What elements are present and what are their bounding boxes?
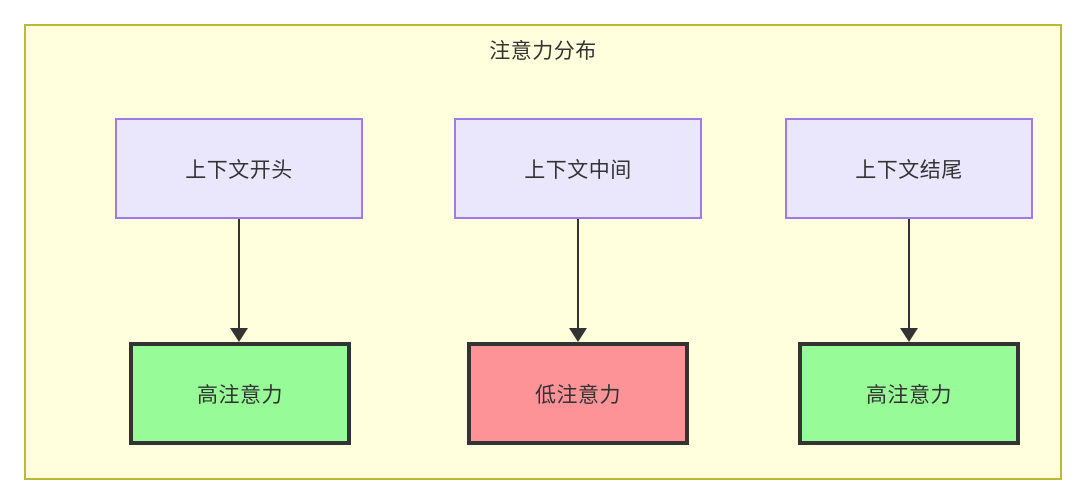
attention-distribution-subgraph: 注意力分布 上下文开头 上下文中间 上下文结尾 高注意力 低注意力 高注意力	[24, 24, 1062, 480]
node-high-attention-end[interactable]: 高注意力	[798, 342, 1020, 445]
edge-context-start-to-attention	[238, 219, 240, 331]
arrowhead-icon-3	[900, 328, 918, 342]
edge-context-end-to-attention	[908, 219, 910, 331]
subgraph-title: 注意力分布	[489, 40, 597, 63]
edge-context-middle-to-attention	[577, 219, 579, 331]
arrowhead-icon-2	[569, 328, 587, 342]
node-low-attention-middle[interactable]: 低注意力	[467, 342, 689, 445]
node-context-end[interactable]: 上下文结尾	[785, 118, 1033, 219]
node-context-middle[interactable]: 上下文中间	[454, 118, 702, 219]
node-high-attention-start[interactable]: 高注意力	[129, 342, 351, 445]
node-context-start[interactable]: 上下文开头	[115, 118, 363, 219]
arrowhead-icon-1	[230, 328, 248, 342]
